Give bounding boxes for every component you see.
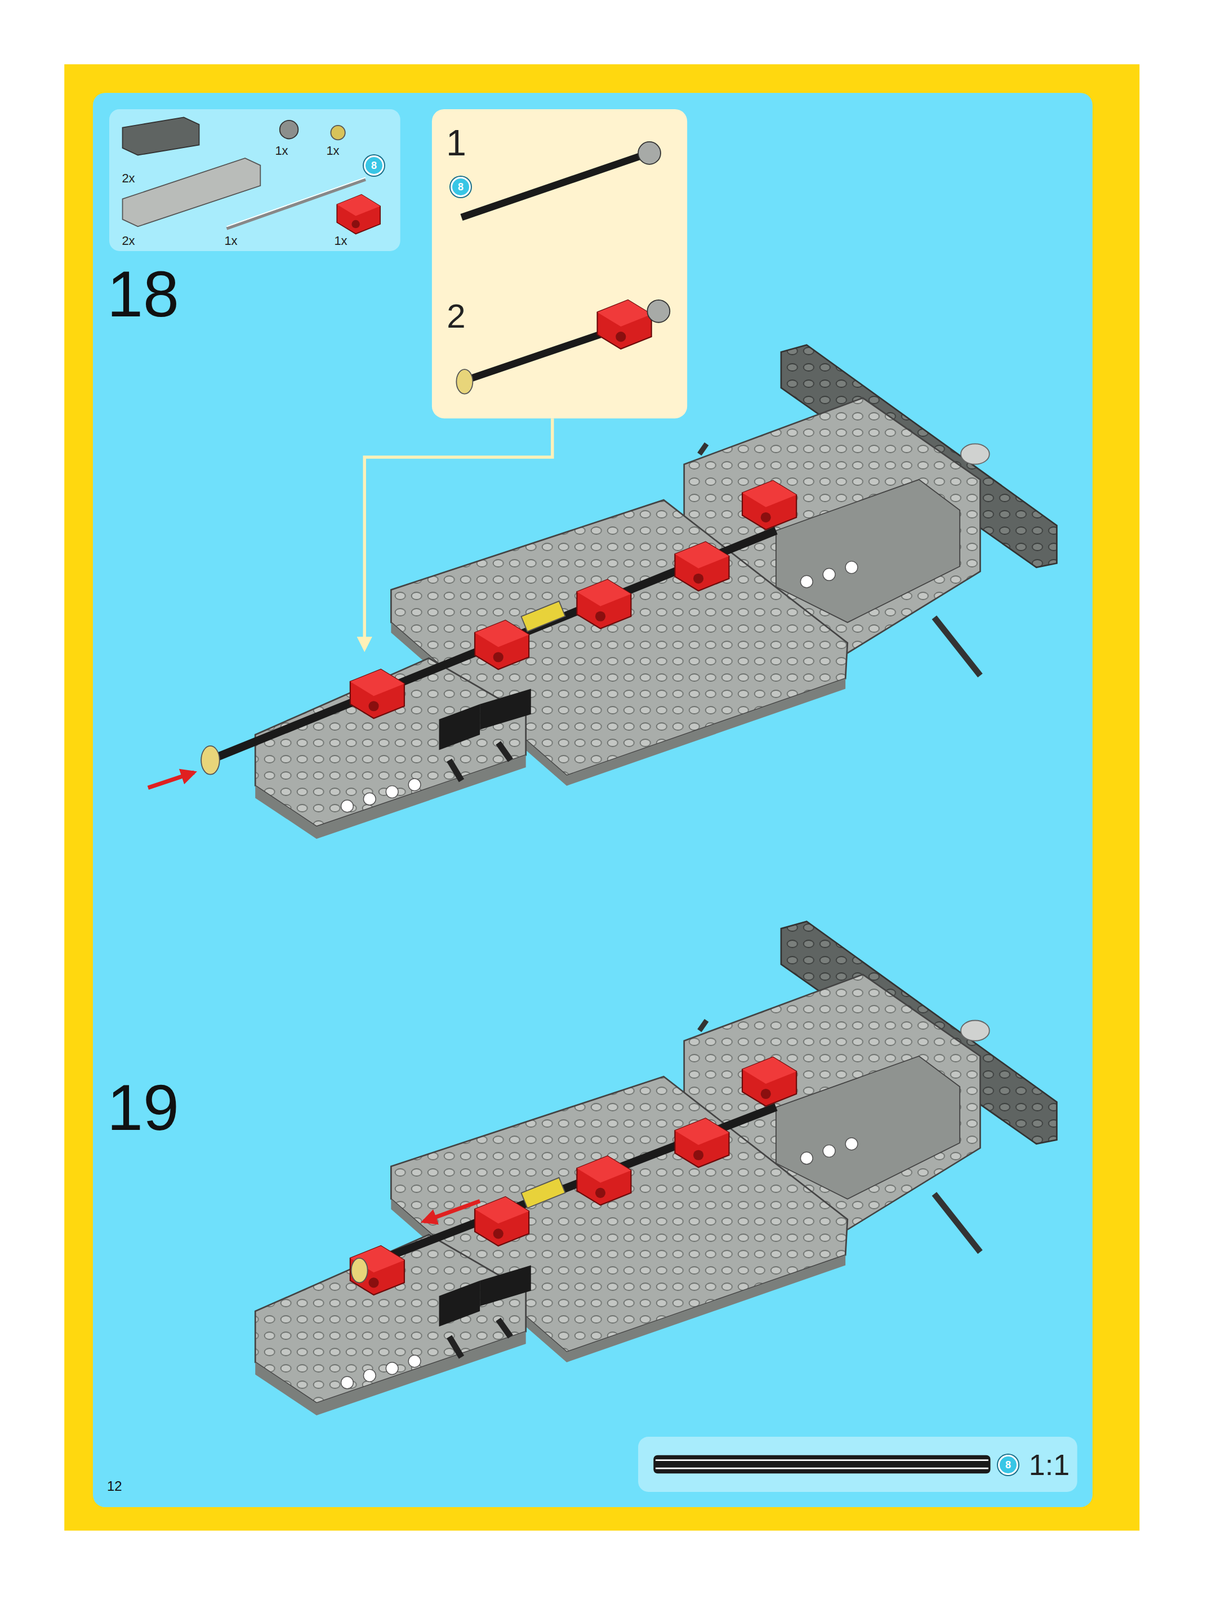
circled-length-number: 8 [450, 176, 471, 198]
part-quantity: 1x [224, 234, 238, 248]
part-quantity: 2x [121, 172, 135, 185]
scale-box: 8 1:1 [638, 1437, 1078, 1494]
step-number: 19 [107, 1075, 180, 1141]
parts-list-box: 1x 1x 8 2x 2x 1x 1x [109, 109, 401, 252]
page-number: 12 [107, 1480, 123, 1494]
part-quantity: 1x [326, 144, 340, 158]
substep-number: 2 [446, 299, 466, 334]
step-number: 18 [107, 261, 180, 327]
sub-assembly-box: 1 8 2 [431, 109, 688, 419]
part-quantity: 1x [274, 144, 288, 158]
part-quantity: 1x [333, 234, 347, 248]
scale-label: 1:1 [1028, 1450, 1070, 1481]
part-quantity: 2x [121, 234, 135, 248]
substep-number: 1 [446, 125, 467, 162]
circled-length-number: 8 [997, 1455, 1019, 1476]
circled-length-number: 8 [363, 155, 385, 176]
